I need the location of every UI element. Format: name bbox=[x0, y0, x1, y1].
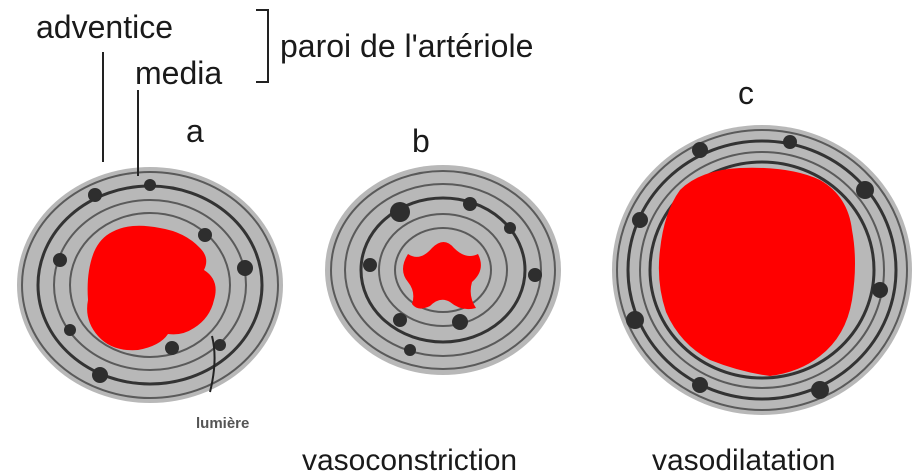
arteriole-c-nucleus bbox=[692, 377, 708, 393]
arteriole-b-nucleus bbox=[393, 313, 407, 327]
arteriole-a-ring bbox=[53, 199, 247, 371]
arteriole-c-nucleus bbox=[783, 135, 797, 149]
arteriole-b-ring bbox=[330, 170, 556, 370]
arteriole-a-nucleus bbox=[88, 188, 102, 202]
arteriole-b-nucleus bbox=[390, 202, 410, 222]
label-a: a bbox=[186, 113, 204, 149]
arteriole-c-nucleus bbox=[872, 282, 888, 298]
arteriole-c-nucleus bbox=[811, 381, 829, 399]
arteriole-a-nucleus bbox=[64, 324, 76, 336]
arteriole-c-ring bbox=[639, 151, 885, 389]
arteriole-a-nucleus bbox=[198, 228, 212, 242]
label-adventice: adventice bbox=[36, 9, 173, 45]
label-media: media bbox=[135, 55, 222, 91]
arteriole-b-lumen bbox=[403, 242, 481, 310]
label-b: b bbox=[412, 123, 430, 159]
arteriole-c-ring bbox=[616, 129, 908, 411]
lumiere-leader bbox=[209, 335, 216, 393]
arteriole-b-ring bbox=[394, 227, 492, 313]
arteriole-a-nucleus bbox=[144, 179, 156, 191]
arteriole-b-nucleus bbox=[452, 314, 468, 330]
arteriole-b-ring bbox=[344, 183, 542, 357]
arteriole-c-nucleus bbox=[692, 142, 708, 158]
arteriole-a-nucleus bbox=[214, 339, 226, 351]
arteriole-normal bbox=[17, 52, 283, 403]
arteriole-a-ring bbox=[69, 212, 231, 358]
arteriole-c-nucleus bbox=[856, 181, 874, 199]
arteriole-a-nucleus bbox=[53, 253, 67, 267]
wall-bracket bbox=[256, 9, 269, 83]
label-vasodilatation: vasodilatation bbox=[652, 444, 835, 476]
arteriole-dilated bbox=[612, 125, 912, 415]
arteriole-a-ring bbox=[21, 171, 279, 399]
arteriole-b-nucleus bbox=[463, 197, 477, 211]
arteriole-a-nucleus bbox=[165, 341, 179, 355]
arteriole-a-nucleus bbox=[92, 367, 108, 383]
label-vasoconstriction: vasoconstriction bbox=[302, 444, 517, 476]
arteriole-b-nucleus bbox=[363, 258, 377, 272]
arteriole-b-nucleus bbox=[504, 222, 516, 234]
arteriole-c-nucleus bbox=[626, 311, 644, 329]
arteriole-b-nucleus bbox=[528, 268, 542, 282]
arteriole-b-ring bbox=[359, 196, 527, 344]
label-wall: paroi de l'artériole bbox=[280, 28, 533, 64]
arteriole-a-nucleus bbox=[237, 260, 253, 276]
label-lumiere: lumière bbox=[196, 415, 249, 432]
arteriole-c-ring bbox=[648, 160, 876, 380]
arteriole-c-lumen bbox=[658, 167, 855, 376]
arteriole-c-nucleus bbox=[632, 212, 648, 228]
arteriole-a-lumen bbox=[87, 225, 216, 351]
arteriole-c-ring bbox=[626, 139, 898, 401]
label-c: c bbox=[738, 75, 754, 111]
arteriole-constricted bbox=[325, 165, 561, 375]
arteriole-b-nucleus bbox=[404, 344, 416, 356]
arteriole-b-ring bbox=[378, 213, 508, 327]
